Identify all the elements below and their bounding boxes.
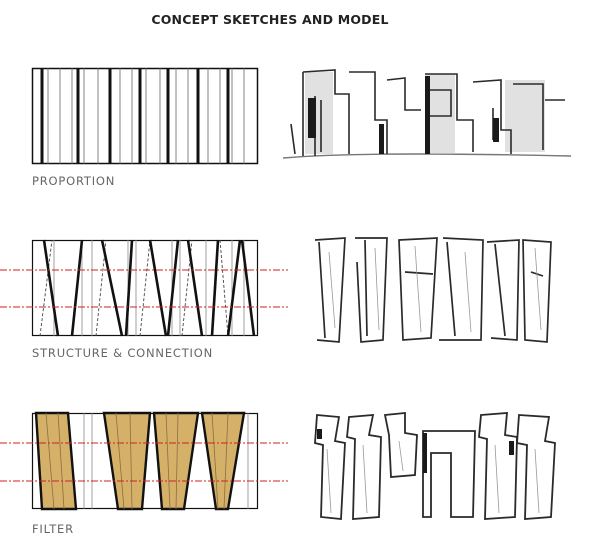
proportion-diagram [31,67,259,165]
page-title: CONCEPT SKETCHES AND MODEL [151,12,389,27]
proportion-sketch [282,69,572,159]
filter-diagram [31,411,259,511]
filter-red-axes [0,442,288,482]
structure-red-axes [0,269,288,308]
structure-diagram [31,239,259,337]
proportion-label: PROPORTION [32,174,116,188]
structure-label: STRUCTURE & CONNECTION [32,346,213,360]
filter-sketch [314,412,556,520]
structure-sketch [314,237,552,343]
filter-label: FILTER [32,522,74,536]
